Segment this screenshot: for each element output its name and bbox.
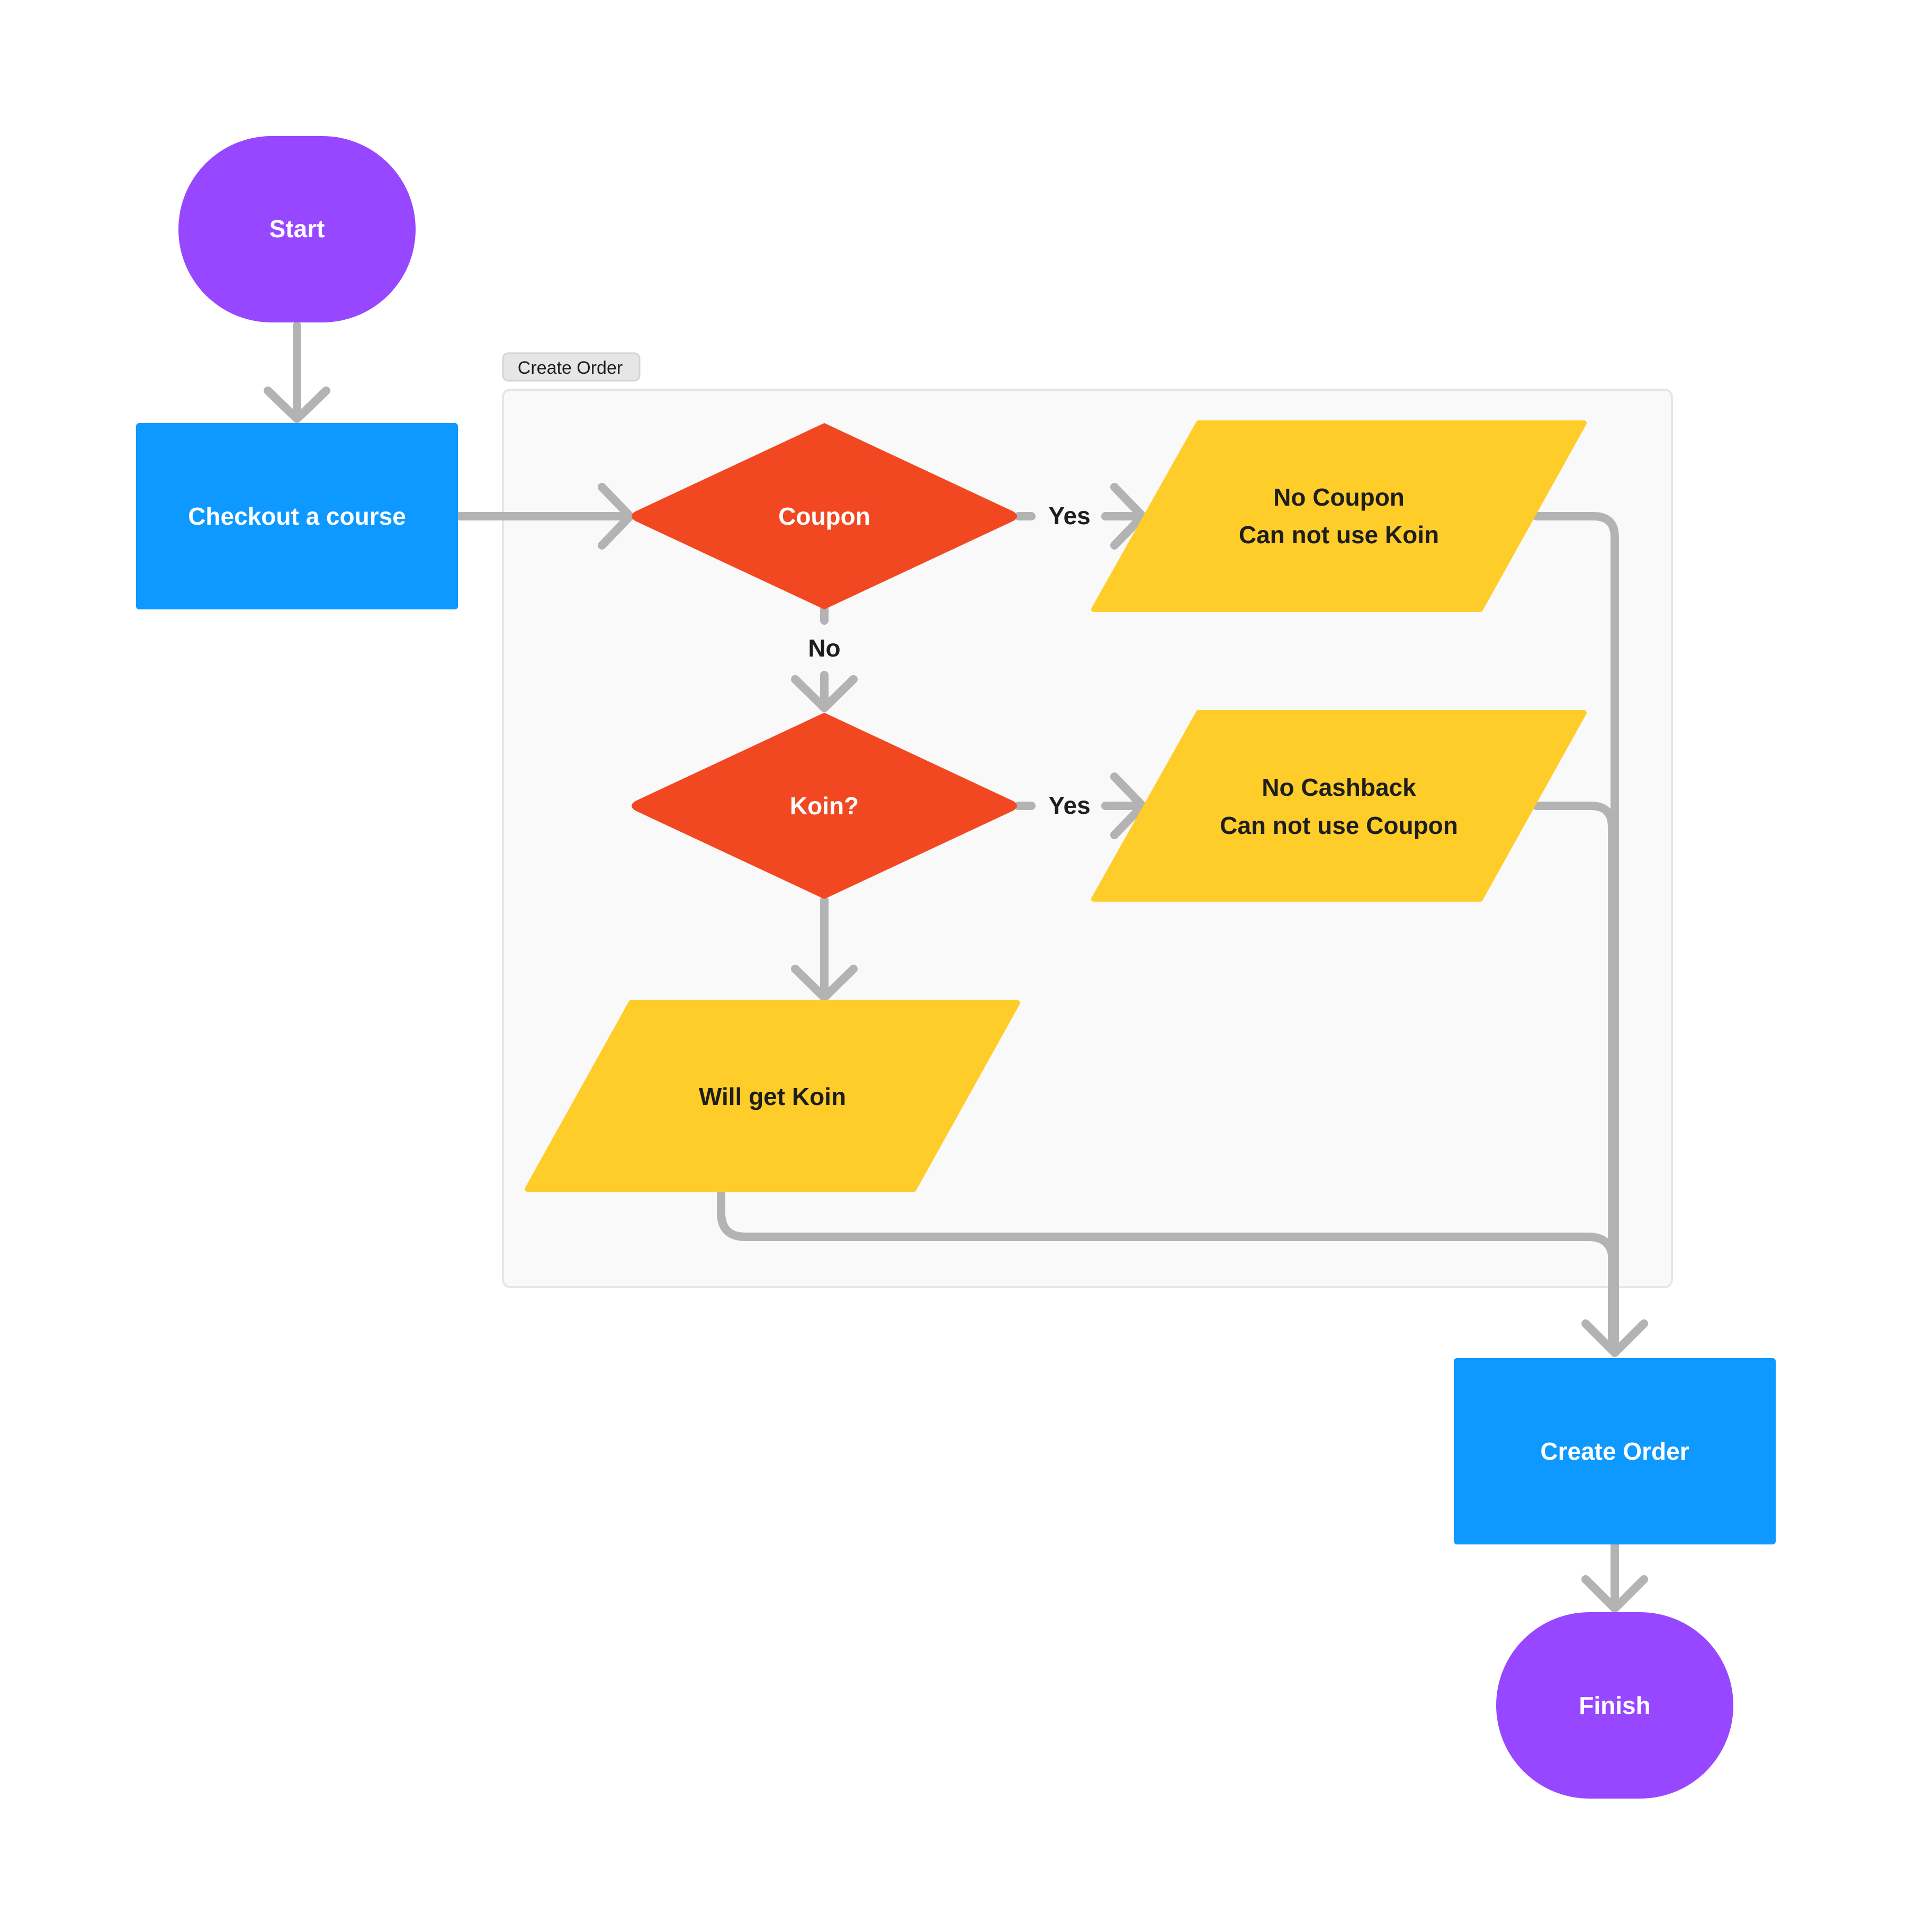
arrowhead-koin-yes bbox=[1110, 772, 1147, 839]
node-coupon-decision[interactable]: Coupon bbox=[632, 423, 1017, 609]
arrowhead-checkout-coupon bbox=[598, 483, 634, 550]
arrowhead-koin-willgetkoin bbox=[791, 965, 858, 1002]
node-finish-label: Finish bbox=[1579, 1692, 1650, 1719]
arrowhead-coupon-no bbox=[791, 675, 858, 712]
node-finish[interactable]: Finish bbox=[1496, 1612, 1733, 1799]
node-no-coupon[interactable]: No Coupon Can not use Koin bbox=[1091, 420, 1587, 612]
node-no-cashback-line2: Can not use Coupon bbox=[1220, 812, 1458, 839]
arrowhead-finish bbox=[1581, 1575, 1648, 1613]
node-no-coupon-line2: Can not use Koin bbox=[1239, 521, 1439, 549]
node-no-coupon-line1: No Coupon bbox=[1273, 483, 1405, 511]
connector-willgetkoin-createorder[interactable] bbox=[717, 1188, 1617, 1354]
edge-label-koin-yes: Yes bbox=[1048, 792, 1090, 819]
node-checkout-label: Checkout a course bbox=[188, 502, 406, 530]
node-start-label: Start bbox=[269, 215, 325, 242]
node-will-get-koin[interactable]: Will get Koin bbox=[525, 1000, 1020, 1192]
node-no-cashback-line1: No Cashback bbox=[1262, 774, 1416, 801]
group-label: Create Order bbox=[518, 358, 623, 378]
node-coupon-label: Coupon bbox=[778, 502, 870, 530]
arrowhead-coupon-yes bbox=[1110, 483, 1147, 550]
node-will-get-koin-label: Will get Koin bbox=[699, 1083, 846, 1110]
node-checkout[interactable]: Checkout a course bbox=[136, 423, 458, 609]
node-start[interactable]: Start bbox=[178, 136, 416, 322]
connectors bbox=[264, 321, 1648, 1613]
arrowhead-createorder bbox=[1581, 1319, 1648, 1357]
node-create-order-label: Create Order bbox=[1540, 1437, 1689, 1465]
node-no-cashback[interactable]: No Cashback Can not use Coupon bbox=[1091, 710, 1587, 902]
node-create-order[interactable]: Create Order bbox=[1454, 1358, 1776, 1544]
edge-label-coupon-yes: Yes bbox=[1048, 502, 1090, 529]
group-label-tag[interactable]: Create Order bbox=[502, 352, 641, 382]
arrowhead-start-checkout bbox=[264, 387, 330, 423]
connector-nocashback-createorder[interactable] bbox=[1532, 802, 1616, 1354]
edge-label-coupon-no: No bbox=[808, 634, 840, 662]
node-koin-label: Koin? bbox=[790, 792, 859, 820]
connector-nocoupon-createorder[interactable] bbox=[1532, 512, 1619, 1354]
node-koin-decision[interactable]: Koin? bbox=[632, 713, 1017, 899]
